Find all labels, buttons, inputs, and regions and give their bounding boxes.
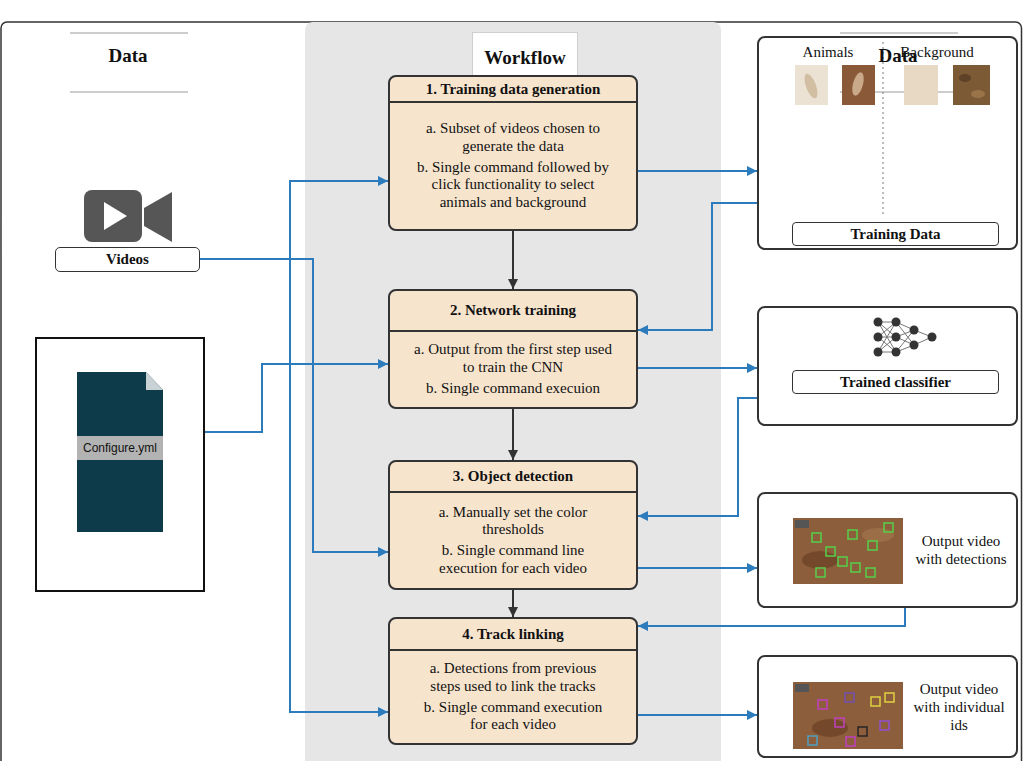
step-title: 1. Training data generation <box>390 77 636 103</box>
data-arrow <box>638 170 757 172</box>
step-description: b. Single command execuion <box>414 380 612 398</box>
data-panel: Animals BackgroundTraining Data <box>757 36 1018 250</box>
animal-sample <box>842 65 875 105</box>
step-description: a. Detections from previous steps used t… <box>414 660 612 695</box>
data-arrow <box>200 181 388 259</box>
video-frame <box>793 518 903 584</box>
animal-sample <box>795 65 828 105</box>
step-description: b. Single command followed by click func… <box>414 159 612 212</box>
step-body: a. Manually set the color thresholdsb. S… <box>390 493 636 588</box>
heading-rule <box>840 33 958 34</box>
heading-rule <box>70 92 188 93</box>
column-heading: Data <box>58 45 198 67</box>
tracked-boxes <box>808 693 894 746</box>
flow-arrow <box>512 231 514 289</box>
texture <box>802 551 838 569</box>
data-arrow <box>205 364 388 432</box>
frame-badge <box>795 520 809 528</box>
texture <box>862 528 894 542</box>
step-description: b. Single command execution for each vid… <box>414 699 612 734</box>
step-body: a. Subset of videos chosen to generate t… <box>390 103 636 229</box>
camera-body <box>84 190 142 242</box>
data-label: Training Data <box>792 222 999 246</box>
network-neurons <box>874 318 937 357</box>
step-title: 4. Track linking <box>390 619 636 651</box>
data-label: Output video with individual ids <box>909 680 1009 734</box>
divider-line <box>883 42 884 214</box>
file-name: Configure.yml <box>77 436 163 460</box>
data-arrow <box>638 608 905 626</box>
data-arrow <box>638 367 757 369</box>
camera-lens <box>144 192 172 242</box>
step-description: a. Manually set the color thresholds <box>414 504 612 539</box>
section-title: Workflow <box>484 47 565 69</box>
column-label: Background <box>887 43 987 61</box>
config-box: Configure.yml <box>35 337 205 592</box>
step-description: a. Subset of videos chosen to generate t… <box>414 120 612 155</box>
texture <box>959 74 971 82</box>
process-box: 2. Network training a. Output from the fi… <box>388 289 638 409</box>
animal-shape <box>850 71 866 97</box>
data-arrow <box>638 714 757 716</box>
background-sample <box>904 65 938 105</box>
workflow-panel <box>305 22 721 761</box>
data-arrow <box>638 398 757 516</box>
column-label: Animals <box>788 43 868 61</box>
data-box: Videos <box>55 247 200 272</box>
data-panel: Output video with detections <box>757 492 1018 608</box>
data-panel: Trained classifier <box>757 306 1018 426</box>
outer-frame <box>1 22 1022 761</box>
texture <box>812 719 848 737</box>
step-body: a. Detections from previous steps used t… <box>390 651 636 743</box>
flow-arrow <box>512 409 514 460</box>
step-body: a. Output from the first step used to tr… <box>390 332 636 407</box>
step-description: b. Single command line execution for eac… <box>414 542 612 577</box>
data-label: Output video with detections <box>909 532 1013 568</box>
flow-arrow <box>512 590 514 617</box>
detection-boxes <box>812 523 893 577</box>
step-title: 2. Network training <box>390 291 636 332</box>
data-arrow <box>200 259 388 712</box>
play-symbol <box>104 202 127 230</box>
step-description: a. Output from the first step used to tr… <box>414 341 612 376</box>
heading-rule <box>70 33 188 34</box>
data-panel: Output video with individual ids <box>757 655 1018 758</box>
network-links <box>878 322 932 352</box>
video-frame <box>793 682 903 749</box>
data-arrow <box>638 203 757 330</box>
texture <box>971 90 985 98</box>
animal-shape <box>802 72 820 100</box>
background-sample <box>953 65 990 105</box>
data-arrow <box>638 567 757 569</box>
process-box: 3. Object detectiona. Manually set the c… <box>388 460 638 590</box>
frame-badge <box>795 684 809 692</box>
process-box: 4. Track linking a. Detections from previ… <box>388 617 638 745</box>
process-box: 1. Training data generation a. Subset of … <box>388 75 638 231</box>
data-label: Trained classifier <box>792 370 999 394</box>
data-label: Videos <box>106 251 149 268</box>
file-icon <box>77 372 163 532</box>
step-title: 3. Object detection <box>390 462 636 493</box>
file-fold <box>146 372 163 390</box>
data-arrow <box>200 259 388 552</box>
